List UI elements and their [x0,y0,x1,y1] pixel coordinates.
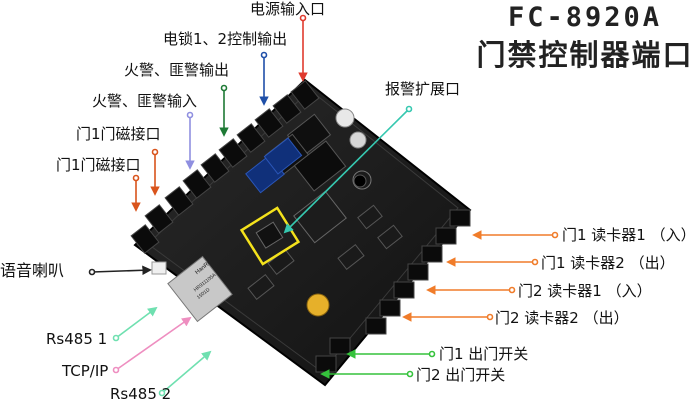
label-power-input: 电源输入口 [250,0,326,18]
model-title: FC-8920A [507,2,663,33]
rs485-2-arrow [161,350,212,394]
label-fire-alarm-output: 火警、匪警输出 [124,61,230,79]
relays [245,113,347,194]
top-terminal-blocks [130,80,320,254]
label-door2-reader2: 门2 读卡器2 （出） [495,309,629,327]
misc-chips [247,204,403,300]
label-tcp-ip: TCP/IP [62,362,109,380]
label-lock-control-output: 电锁1、2控制输出 [163,30,288,48]
speaker-connector [151,261,167,275]
label-door1-reader2: 门1 读卡器2 （出） [541,254,675,272]
label-door1-magnet-b: 门1门磁接口 [56,156,141,174]
label-alarm-expansion: 报警扩展口 [385,80,461,98]
right-terminal-blocks [315,209,471,373]
speaker-arrow [91,265,152,276]
ethernet-jack: HanRun HR911105A 1501D [167,255,233,323]
label-rs485-1: Rs485 1 [46,330,108,348]
label-door1-magnet-a: 门1门磁接口 [76,125,161,143]
label-door1-exit-switch: 门1 出门开关 [439,345,529,363]
label-door2-exit-switch: 门2 出门开关 [416,366,506,384]
label-door2-reader1: 门2 读卡器1 （入） [518,282,652,300]
label-fire-alarm-input: 火警、匪警输入 [92,92,198,110]
expansion-arrow [283,108,410,234]
page-subtitle: 门禁控制器端口 [476,38,694,72]
label-door1-reader1: 门1 读卡器1 （入） [562,226,696,244]
battery [306,293,330,317]
label-speaker: 语音喇叭 [0,261,65,280]
buzzer [353,174,367,188]
rs485-1-arrow [115,306,158,339]
arrows [88,14,559,397]
cpu-chip [293,190,347,244]
tcp-arrow [115,316,192,371]
label-rs485-2: Rs485 2 [110,385,172,403]
